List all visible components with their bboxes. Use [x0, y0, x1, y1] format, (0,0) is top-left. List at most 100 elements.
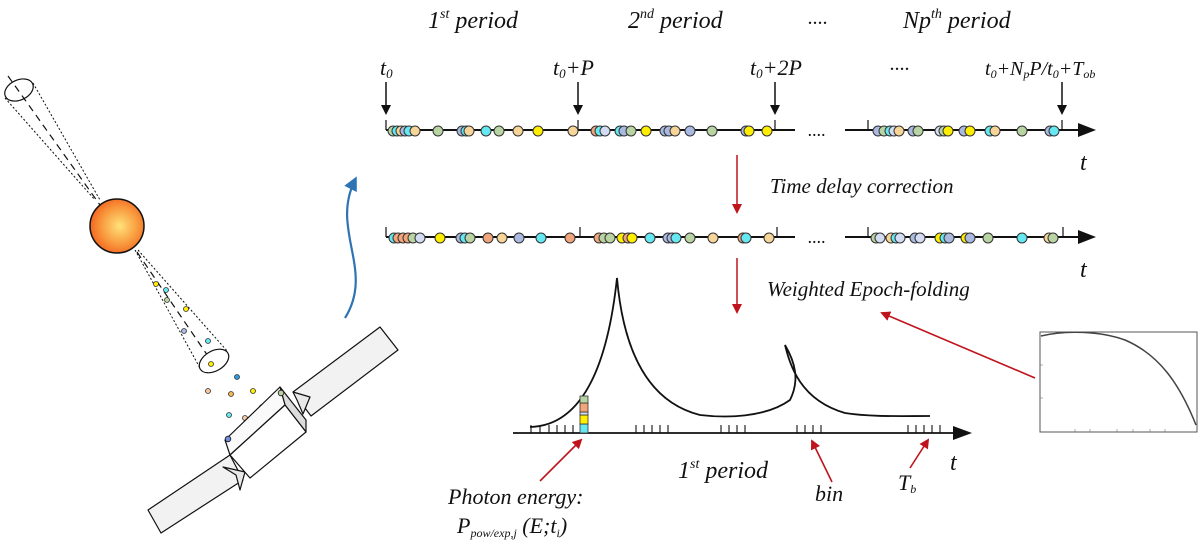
photon-event: [943, 232, 955, 244]
photon-event: [1016, 232, 1028, 244]
axis-t-label-3: t: [950, 450, 958, 476]
period-1-label: 1st period: [428, 7, 519, 34]
photon-event: [482, 232, 494, 244]
flow-arrow: [344, 176, 357, 319]
photon-event: [567, 125, 579, 137]
spectrum-inset-plot: [880, 311, 1198, 433]
bin-label: bin: [815, 481, 843, 506]
pulsar-illustration: [4, 75, 399, 534]
photon-event: [912, 125, 924, 137]
photon-event: [893, 125, 905, 137]
axis-t-label: t: [1080, 150, 1088, 176]
photon-energy-pointer: [539, 438, 583, 482]
photon-event: [670, 232, 682, 244]
photon-event: [464, 232, 476, 244]
time-delay-label: Time delay correction: [770, 174, 954, 198]
photon-event: [644, 232, 656, 244]
photon-event: [480, 125, 492, 137]
photon-event: [496, 232, 508, 244]
time-markers: t0 t0+P t0+2P .... t0+NpP/t0+Tob: [380, 53, 1095, 115]
photon-event: [894, 232, 906, 244]
photon-event: [740, 232, 752, 244]
marker-t0: t0: [380, 55, 393, 81]
axis-ellipsis: ....: [808, 120, 826, 140]
photon-energy-stack: [579, 395, 589, 434]
inset-curve: [1040, 331, 1197, 426]
photon-event: [684, 232, 696, 244]
photon-event: [707, 232, 719, 244]
energy-segment: [579, 423, 589, 434]
photon-event: [914, 232, 926, 244]
axis-t-label-2: t: [1080, 257, 1088, 283]
tb-label: Tb: [898, 470, 916, 496]
corrected-photon-events: [388, 232, 1059, 244]
photon-event: [493, 125, 505, 137]
photon-event: [1047, 232, 1059, 244]
marker-end: t0+NpP/t0+Tob: [985, 58, 1095, 81]
upper-beam-cone: [4, 75, 101, 206]
satellite-body-front: [229, 404, 307, 479]
photon-event: [761, 125, 773, 137]
inset-pointer: [880, 311, 1036, 379]
marker-t0-plus-P: t0+P: [553, 55, 594, 81]
photon-event: [463, 125, 475, 137]
photon-event: [706, 125, 718, 137]
first-period-bottom-label: 1st period: [678, 457, 769, 484]
axis-ellipsis-2: ....: [808, 227, 826, 247]
epoch-folding-label: Weighted Epoch-folding: [767, 277, 970, 301]
photon-energy-formula: Ppow/exp,j (E;ti): [456, 513, 567, 540]
photon-event: [535, 232, 547, 244]
photon-event: [942, 125, 954, 137]
folded-pulse-profile: t: [513, 277, 972, 476]
period-headers: 1st period 2nd period .... Npth period: [428, 7, 1012, 34]
marker-t0-plus-2P: t0+2P: [750, 55, 802, 81]
photon-event: [432, 125, 444, 137]
photon-event: [964, 232, 976, 244]
photon-event: [640, 125, 652, 137]
energy-segment: [579, 402, 589, 413]
tb-pointer: [909, 438, 930, 469]
bin-ticks: [530, 425, 941, 433]
photon-event: [414, 232, 426, 244]
photon-event: [964, 125, 976, 137]
photon-event: [532, 125, 544, 137]
emitted-photons: [153, 281, 265, 421]
period-ellipsis: ....: [808, 7, 828, 29]
photon-event: [763, 232, 775, 244]
photon-event: [874, 232, 886, 244]
photon-event: [564, 232, 576, 244]
photon-event: [743, 125, 755, 137]
energy-segment: [579, 411, 589, 416]
solar-panel-left: [147, 454, 244, 534]
photon-event: [626, 232, 638, 244]
marker-ellipsis: ....: [890, 53, 910, 75]
photon-event: [604, 232, 616, 244]
photon-event: [1016, 125, 1028, 137]
period-n-label: Npth period: [902, 7, 1012, 34]
raw-photon-events: [387, 125, 1060, 137]
photon-event: [669, 125, 681, 137]
raw-timeline: .... t: [385, 120, 1096, 176]
photon-event: [989, 125, 1001, 137]
photon-event: [434, 232, 446, 244]
pulsar-star: [89, 198, 145, 254]
photon-event: [684, 125, 696, 137]
satellite: [147, 326, 399, 534]
photon-energy-label: Photon energy:: [447, 484, 583, 509]
period-2-label: 2nd period: [628, 7, 724, 34]
lower-beam-cone: [134, 249, 230, 374]
energy-segment: [579, 395, 589, 404]
photon-event: [625, 125, 637, 137]
photon-event: [599, 125, 611, 137]
corrected-timeline: .... t: [385, 227, 1096, 283]
photon-event: [513, 232, 525, 244]
photon-event: [982, 232, 994, 244]
photon-event: [512, 125, 524, 137]
photon-event: [409, 125, 421, 137]
bin-pointer: [811, 439, 833, 483]
pulse-profile-curve: [529, 277, 931, 428]
photon-event: [1048, 125, 1060, 137]
solar-panel-right: [292, 326, 399, 417]
energy-segment: [579, 414, 589, 425]
